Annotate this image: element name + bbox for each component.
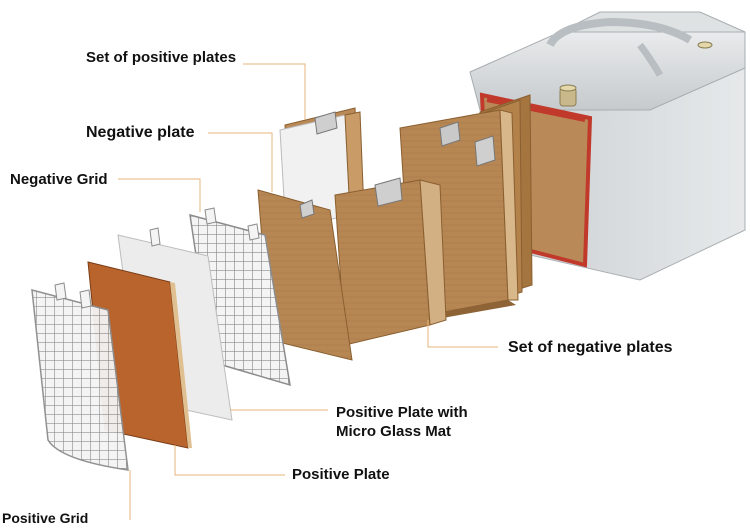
label-line-2: Micro Glass Mat [336, 423, 452, 440]
negative-plate-stack [334, 177, 447, 346]
positive-grid [31, 282, 129, 471]
label-positive-plate: Positive Plate [292, 466, 390, 483]
label-set-of-positive-plates: Set of positive plates [86, 49, 237, 66]
label-negative-grid: Negative Grid [10, 171, 108, 188]
label-positive-grid: Positive Grid [2, 510, 89, 526]
plate-lug [439, 121, 496, 167]
label-positive-plate-with-micro-glass-mat: Positive Plate with Micro Glass Mat [336, 403, 468, 441]
label-negative-plate: Negative plate [86, 124, 195, 141]
leader-lines [118, 63, 498, 520]
label-set-of-negative-plates: Set of negative plates [508, 339, 673, 356]
label-line-1: Positive Plate with [336, 404, 468, 421]
